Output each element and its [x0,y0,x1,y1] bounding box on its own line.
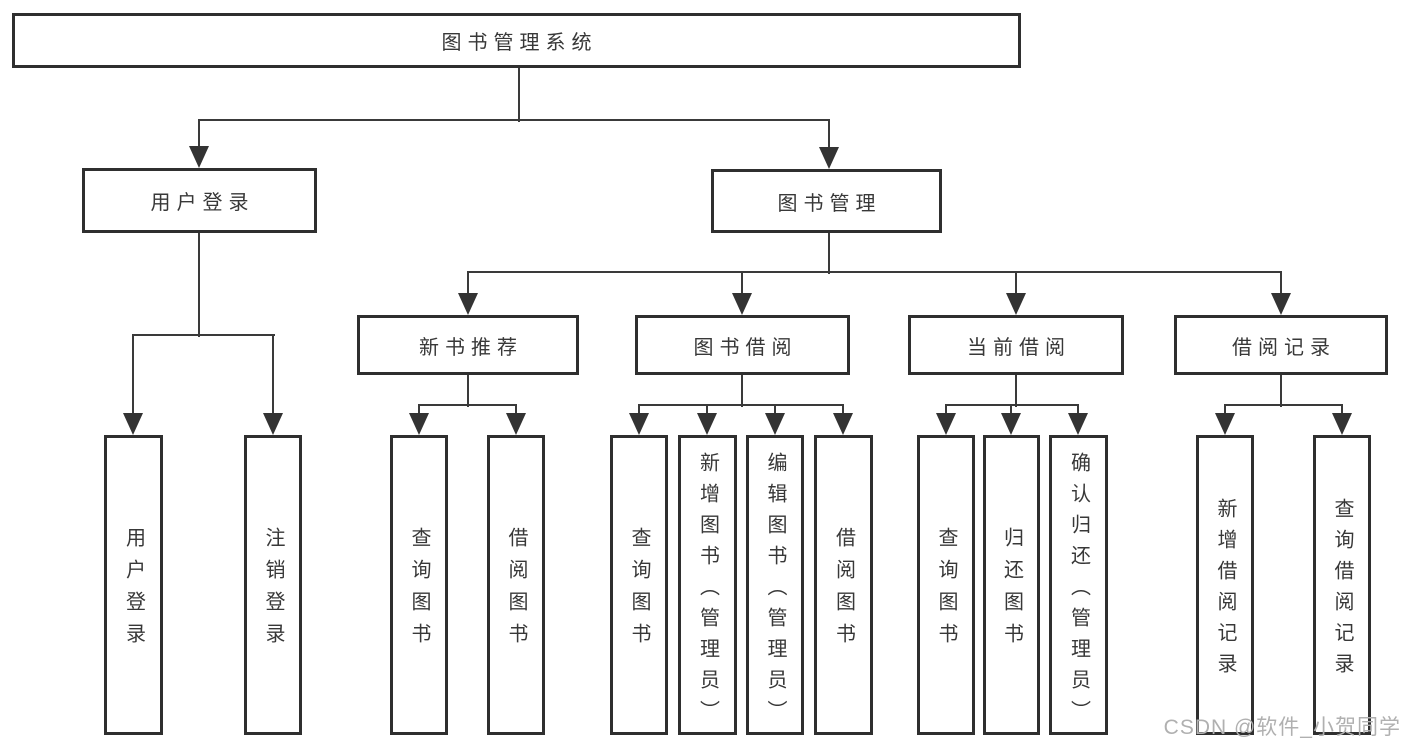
connector-hline [1224,404,1343,406]
leaf-confirm-return-admin: 确认归还（管理员） [1049,435,1108,735]
arrow-head-icon [1001,413,1021,435]
arrow-head-icon [506,413,526,435]
arrow-head-icon [697,413,717,435]
arrow-stem [1077,405,1079,417]
arrow-head-icon [765,413,785,435]
node-new-book-recommend: 新书推荐 [357,315,579,375]
watermark: CSDN @软件_小贺同学 [1163,716,1401,739]
arrow-stem [1010,405,1012,417]
arrow-stem [638,405,640,417]
arrow-head-icon [123,413,143,435]
leaf-add-borrow-record: 新增借阅记录 [1196,435,1254,735]
arrow-stem [418,405,420,417]
node-borrow-records: 借阅记录 [1174,315,1388,375]
arrow-head-icon [732,293,752,315]
leaf-recommend-query-book-label: 查询图书 [408,527,430,655]
connector-hline [418,404,517,406]
leaf-user-login-label: 用户登录 [122,527,145,655]
node-book-management-label: 图书管理 [777,192,882,215]
connector-vline [828,233,830,274]
arrow-head-icon [1332,413,1352,435]
leaf-recommend-query-book: 查询图书 [390,435,448,735]
arrow-stem [1280,272,1282,297]
node-user-login-label: 用户登录 [150,192,255,214]
arrow-stem [842,405,844,417]
node-book-borrow: 图书借阅 [635,315,850,375]
node-current-borrow-label: 当前借阅 [967,336,1071,359]
leaf-borrow-query-book: 查询图书 [610,435,668,735]
connector-vline [467,375,469,407]
arrow-head-icon [409,413,429,435]
arrow-stem [467,272,469,297]
leaf-borrow-query-book-label: 查询图书 [628,527,650,655]
arrow-stem [706,405,708,417]
arrow-head-icon [629,413,649,435]
arrow-stem [198,120,200,150]
leaf-add-book-admin: 新增图书（管理员） [678,435,737,735]
arrow-head-icon [263,413,283,435]
connector-hline [198,119,830,121]
connector-vline [741,375,743,407]
arrow-stem [272,335,274,417]
connector-hline [638,404,844,406]
arrow-head-icon [819,147,839,169]
node-user-login: 用户登录 [82,168,317,233]
leaf-logout: 注销登录 [244,435,302,735]
arrow-stem [945,405,947,417]
arrow-head-icon [936,413,956,435]
arrow-head-icon [833,413,853,435]
leaf-current-query-book-label: 查询图书 [935,527,957,655]
leaf-recommend-borrow-book: 借阅图书 [487,435,545,735]
arrow-stem [1015,272,1017,297]
connector-hline [467,271,1282,273]
leaf-edit-book-admin: 编辑图书（管理员） [746,435,804,735]
node-root: 图书管理系统 [12,13,1021,68]
arrow-stem [828,120,830,151]
node-current-borrow: 当前借阅 [908,315,1124,375]
connector-vline [1015,375,1017,407]
connector-vline [198,233,200,337]
arrow-head-icon [1215,413,1235,435]
leaf-return-book-label: 归还图书 [1000,527,1023,655]
node-borrow-records-label: 借阅记录 [1232,336,1336,359]
arrow-stem [132,335,134,417]
node-root-label: 图书管理系统 [441,32,598,54]
arrow-head-icon [189,146,209,168]
leaf-edit-book-admin-label: 编辑图书（管理员） [764,451,786,731]
arrow-head-icon [1271,293,1291,315]
arrow-stem [515,405,517,417]
arrow-stem [741,272,743,297]
leaf-current-query-book: 查询图书 [917,435,975,735]
arrow-stem [1224,405,1226,417]
leaf-query-borrow-record-label: 查询借阅记录 [1331,498,1353,684]
connector-vline [518,68,520,122]
leaf-logout-label: 注销登录 [262,527,284,655]
connector-hline [945,404,1079,406]
arrow-head-icon [1068,413,1088,435]
leaf-add-book-admin-label: 新增图书（管理员） [696,451,719,731]
leaf-confirm-return-admin-label: 确认归还（管理员） [1067,451,1090,731]
leaf-add-borrow-record-label: 新增借阅记录 [1214,498,1236,684]
arrow-stem [774,405,776,417]
leaf-return-book: 归还图书 [983,435,1040,735]
node-book-borrow-label: 图书借阅 [693,336,798,359]
leaf-recommend-borrow-book-label: 借阅图书 [505,527,527,655]
node-book-management: 图书管理 [711,169,942,233]
connector-hline [132,334,275,336]
leaf-borrow-borrow-book: 借阅图书 [814,435,873,735]
node-new-book-recommend-label: 新书推荐 [419,336,523,359]
arrow-stem [1341,405,1343,417]
leaf-borrow-borrow-book-label: 借阅图书 [832,527,855,655]
leaf-user-login: 用户登录 [104,435,163,735]
leaf-query-borrow-record: 查询借阅记录 [1313,435,1371,735]
arrow-head-icon [1006,293,1026,315]
arrow-head-icon [458,293,478,315]
connector-vline [1280,375,1282,407]
